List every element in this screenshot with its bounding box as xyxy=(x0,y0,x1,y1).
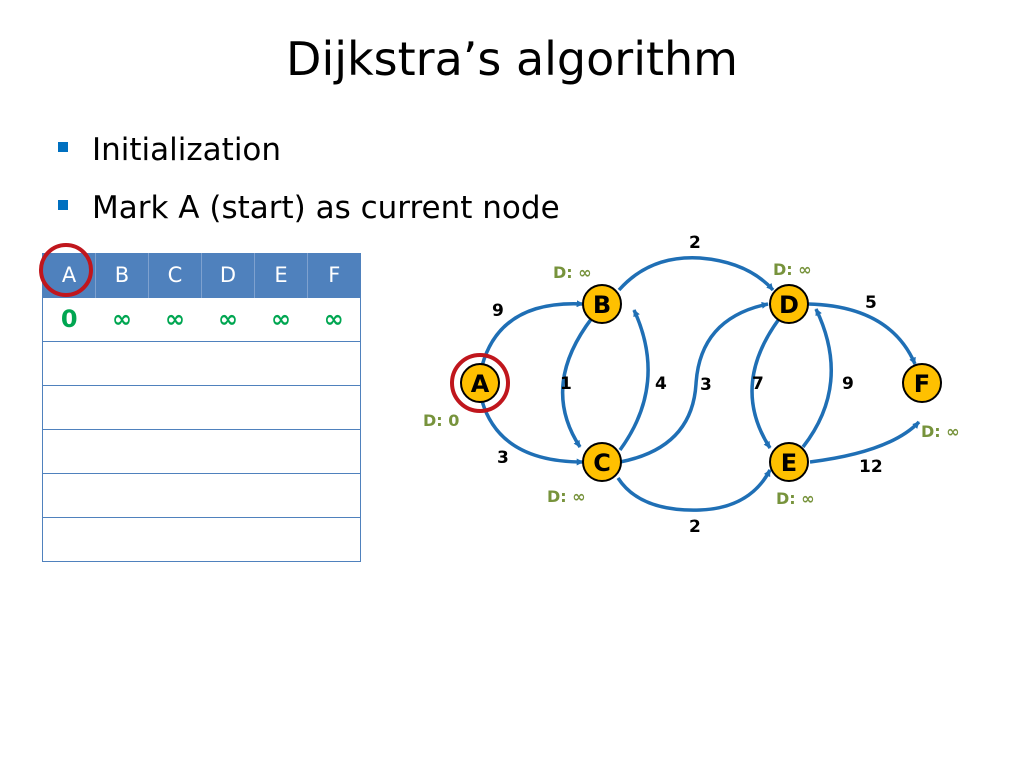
node-e-label: E xyxy=(781,449,797,477)
edge-e-d xyxy=(801,308,833,449)
table-row xyxy=(42,516,361,562)
edge-weight-d-e: 7 xyxy=(752,374,764,394)
node-b-circle xyxy=(582,284,622,324)
node-e-circle xyxy=(769,442,809,482)
table-cell xyxy=(201,428,255,474)
edge-weight-c-b: 4 xyxy=(655,374,667,394)
table-cell: ∞ xyxy=(307,296,361,342)
edge-a-b xyxy=(480,300,584,367)
table-header-c: C xyxy=(148,253,202,297)
table-cell xyxy=(307,340,361,386)
table-cell xyxy=(95,384,149,430)
edge-weight-d-f: 5 xyxy=(865,293,877,313)
node-f-distance: D: ∞ xyxy=(921,422,960,441)
node-e[interactable]: E xyxy=(769,442,809,482)
table-cell xyxy=(254,384,308,430)
table-cell xyxy=(42,340,96,386)
table-cell: 0 xyxy=(42,296,96,342)
node-c-circle xyxy=(582,442,622,482)
edge-a-c xyxy=(480,400,584,466)
table-cell xyxy=(42,516,96,562)
slide-title: Dijkstra’s algorithm xyxy=(286,32,738,86)
table-cell xyxy=(201,516,255,562)
node-a-distance: D: 0 xyxy=(423,411,459,430)
table-cell xyxy=(148,516,202,562)
node-a-circle xyxy=(460,363,500,403)
node-c-label: C xyxy=(593,449,611,477)
table-cell xyxy=(307,472,361,518)
node-d-distance: D: ∞ xyxy=(773,260,812,279)
bullet-square-icon xyxy=(58,142,68,152)
table-cell xyxy=(254,428,308,474)
node-f-circle xyxy=(902,363,942,403)
edge-weight-e-f: 12 xyxy=(859,457,883,477)
table-cell xyxy=(254,516,308,562)
table-header-d: D xyxy=(201,253,255,297)
table-header-e: E xyxy=(254,253,308,297)
table-cell xyxy=(307,516,361,562)
table-cell xyxy=(148,472,202,518)
edge-b-d xyxy=(617,256,775,292)
edge-weight-a-c: 3 xyxy=(497,448,509,468)
node-c-distance: D: ∞ xyxy=(547,487,586,506)
table-cell xyxy=(307,428,361,474)
table-row: 0 ∞ ∞ ∞ ∞ ∞ xyxy=(42,296,361,342)
bullet-list: Initialization Mark A (start) as current… xyxy=(56,130,560,246)
node-e-distance: D: ∞ xyxy=(776,489,815,508)
bullet-item: Mark A (start) as current node xyxy=(56,188,560,246)
node-a-label: A xyxy=(471,370,490,398)
table-cell: ∞ xyxy=(201,296,255,342)
node-b-distance: D: ∞ xyxy=(553,263,592,282)
table-cell xyxy=(42,384,96,430)
edge-weight-a-b: 9 xyxy=(492,301,504,321)
table-header-f: F xyxy=(307,253,361,297)
table-header-b: B xyxy=(95,253,149,297)
node-d-circle xyxy=(769,284,809,324)
table-cell xyxy=(95,516,149,562)
node-b-label: B xyxy=(593,291,611,319)
edge-b-c xyxy=(560,316,594,448)
edge-c-b xyxy=(618,309,650,452)
table-cell xyxy=(201,472,255,518)
edge-d-e xyxy=(750,317,781,449)
node-d[interactable]: D xyxy=(769,284,809,324)
bullet-item: Initialization xyxy=(56,130,560,188)
table-cell xyxy=(201,384,255,430)
node-f-label: F xyxy=(914,370,930,398)
table-cell xyxy=(307,384,361,430)
bullet-square-icon xyxy=(58,200,68,210)
bullet-text: Mark A (start) as current node xyxy=(92,190,560,226)
table-row xyxy=(42,384,361,430)
table-cell: ∞ xyxy=(148,296,202,342)
edge-c-e xyxy=(616,469,772,512)
edge-e-f xyxy=(809,420,921,464)
node-a[interactable]: A xyxy=(460,363,500,403)
table-header-row: A B C D E F xyxy=(42,253,361,297)
bullet-text: Initialization xyxy=(92,132,282,168)
edge-weight-b-d: 2 xyxy=(689,233,701,253)
table-header-a: A xyxy=(42,253,96,297)
edge-c-d xyxy=(619,301,769,464)
node-d-label: D xyxy=(779,291,799,319)
edge-weight-e-d: 9 xyxy=(842,374,854,394)
distance-table: A B C D E F 0 ∞ ∞ ∞ ∞ ∞ xyxy=(42,253,361,562)
edge-weight-c-e: 2 xyxy=(689,517,701,537)
node-b[interactable]: B xyxy=(582,284,622,324)
current-node-ring xyxy=(450,353,510,413)
table-row xyxy=(42,340,361,386)
edge-d-f xyxy=(807,302,917,365)
edge-weight-b-c: 1 xyxy=(560,374,572,394)
table-cell xyxy=(148,384,202,430)
node-c[interactable]: C xyxy=(582,442,622,482)
table-cell: ∞ xyxy=(95,296,149,342)
node-f[interactable]: F xyxy=(902,363,942,403)
edge-weight-c-d: 3 xyxy=(700,375,712,395)
